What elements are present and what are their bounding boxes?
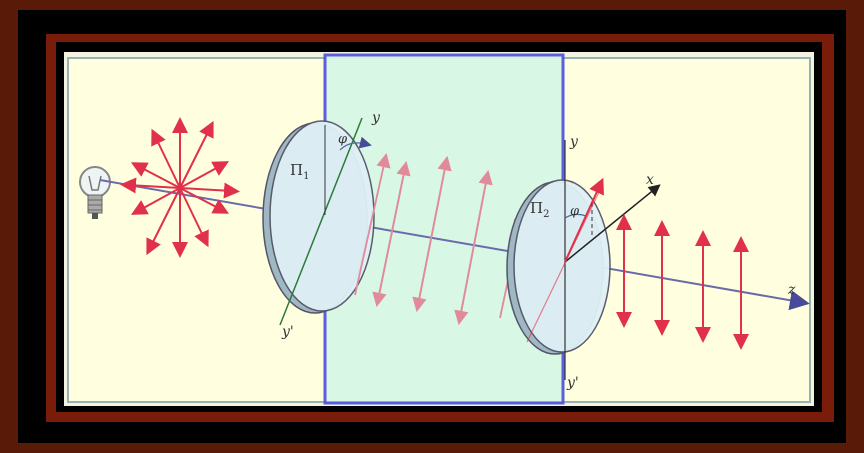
axis-y2-prime-label: y'	[566, 375, 579, 391]
angle-1-label: φ	[338, 132, 348, 147]
polarizer-1-label: Π1	[290, 161, 309, 182]
axis-x-line	[564, 184, 661, 263]
axis-y1-line	[279, 117, 363, 326]
axis-y2-label: y	[569, 134, 579, 150]
axis-x-label: x	[646, 172, 654, 188]
polarizer-2	[506, 140, 661, 380]
axis-z-label: z	[787, 282, 796, 298]
unpolarized-light-arrows	[120, 117, 240, 258]
axis-y1-label: y	[371, 110, 381, 126]
output-light-arrows	[616, 214, 749, 350]
axis-y1-prime-label: y'	[281, 324, 294, 340]
angle-2-label: φ	[570, 204, 580, 219]
polarizer-2-label: Π2	[530, 199, 549, 220]
polarizer-1	[262, 117, 375, 326]
